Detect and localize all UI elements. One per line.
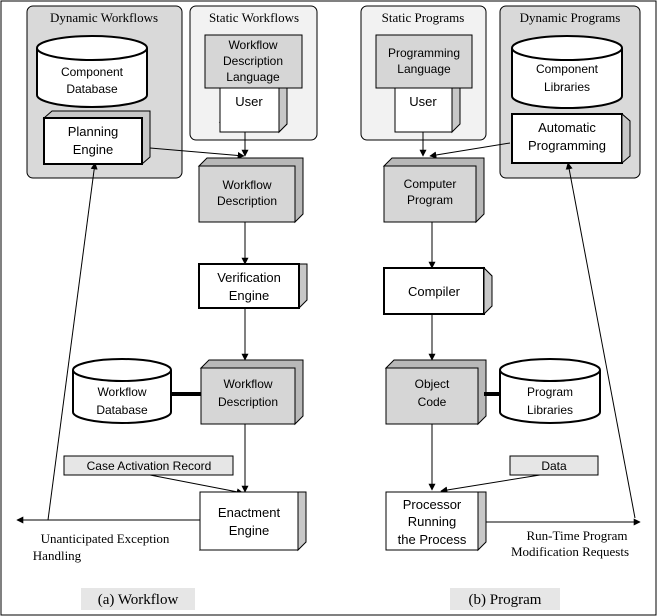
workflow-description-language: Workflow Description Language	[204, 34, 303, 89]
arrow-data-to-processor	[440, 474, 541, 494]
program-user: User	[394, 87, 461, 134]
workflow-caption: (a) Workflow	[81, 588, 195, 610]
programming-language-label-2: Language	[397, 62, 451, 76]
dynamic-workflows-title: Dynamic Workflows	[50, 10, 158, 25]
object-code: Object Code	[384, 359, 487, 426]
exception-handling-label-2: Handling	[33, 548, 82, 563]
processor-label-3: the Process	[398, 532, 467, 547]
automatic-programming-label-2: Programming	[528, 138, 606, 153]
object-code-label-2: Code	[418, 395, 447, 409]
program-libraries-label-2: Libraries	[527, 403, 573, 417]
verification-engine-label-1: Verification	[217, 270, 281, 285]
data-label: Data	[541, 459, 567, 473]
workflow-user: User	[218, 87, 288, 134]
arrow-requests-to-automatic	[565, 162, 636, 519]
program-caption-label: (b) Program	[469, 592, 542, 608]
programming-language-label-1: Programming	[388, 46, 460, 60]
computer-program-label-2: Program	[407, 193, 453, 207]
automatic-programming: Automatic Programming	[510, 112, 631, 165]
workflow-database: Workflow Database	[72, 358, 172, 424]
program-libraries-label-1: Program	[527, 385, 573, 399]
arrow-exception-to-planning	[47, 162, 98, 521]
planning-engine: Planning Engine	[42, 110, 151, 166]
component-database: Component Database	[36, 35, 148, 108]
program-caption: (b) Program	[450, 588, 560, 610]
computer-program-label-1: Computer	[404, 177, 457, 191]
compiler: Compiler	[382, 266, 493, 316]
modification-requests-label-2: Modification Requests	[511, 544, 629, 559]
workflow-description-bottom: Workflow Description	[199, 359, 304, 426]
processor-label-2: Running	[408, 514, 456, 529]
workflow-database-label-2: Database	[96, 403, 148, 417]
wdl-label-1: Workflow	[228, 38, 277, 52]
verification-engine: Verification Engine	[197, 263, 308, 310]
wdl-label-2: Description	[223, 54, 283, 68]
arrow-planning-to-workflow-description	[149, 147, 245, 159]
component-libraries: Component Libraries	[511, 35, 623, 109]
component-database-label-2: Database	[66, 82, 118, 96]
data-box: Data	[509, 455, 599, 476]
component-libraries-label-2: Libraries	[544, 80, 590, 94]
workflow-description-top-label-1: Workflow	[222, 178, 271, 192]
verification-engine-label-2: Engine	[229, 288, 269, 303]
workflow-description-bottom-label-1: Workflow	[223, 377, 272, 391]
arrow-automatic-to-computer-program	[429, 142, 511, 159]
object-code-label-1: Object	[415, 377, 450, 391]
case-activation-record: Case Activation Record	[63, 455, 234, 476]
exception-handling-label-1: Unanticipated Exception	[41, 531, 170, 546]
workflow-description-bottom-label-2: Description	[218, 395, 278, 409]
enactment-engine-label-1: Enactment	[218, 505, 281, 520]
program-user-label: User	[409, 94, 437, 109]
static-workflows-title: Static Workflows	[209, 10, 299, 25]
static-programs-title: Static Programs	[382, 10, 465, 25]
wdl-label-3: Language	[226, 70, 280, 84]
processor-label-1: Processor	[403, 497, 462, 512]
planning-engine-label-1: Planning	[68, 124, 119, 139]
workflow-database-label-1: Workflow	[97, 385, 146, 399]
computer-program: Computer Program	[382, 157, 485, 224]
component-libraries-label-1: Component	[536, 62, 599, 76]
arrow-record-to-enactment	[149, 474, 244, 496]
arrows	[16, 130, 641, 526]
workflow-description-top-label-2: Description	[217, 194, 277, 208]
program-libraries: Program Libraries	[499, 358, 601, 424]
programming-language: Programming Language	[375, 34, 473, 89]
component-database-label-1: Component	[61, 65, 124, 79]
dynamic-programs-title: Dynamic Programs	[520, 10, 621, 25]
enactment-engine-label-2: Engine	[229, 523, 269, 538]
compiler-label: Compiler	[408, 284, 461, 299]
workflow-caption-label: (a) Workflow	[98, 592, 179, 608]
automatic-programming-label-1: Automatic	[538, 120, 596, 135]
modification-requests-label-1: Run-Time Program	[527, 528, 628, 543]
workflow-user-label: User	[235, 94, 263, 109]
workflow-description-top: Workflow Description	[197, 157, 304, 224]
case-activation-record-label: Case Activation Record	[87, 459, 212, 473]
processor: Processor Running the Process	[385, 491, 487, 552]
enactment-engine: Enactment Engine	[198, 491, 307, 552]
planning-engine-label-2: Engine	[73, 142, 113, 157]
